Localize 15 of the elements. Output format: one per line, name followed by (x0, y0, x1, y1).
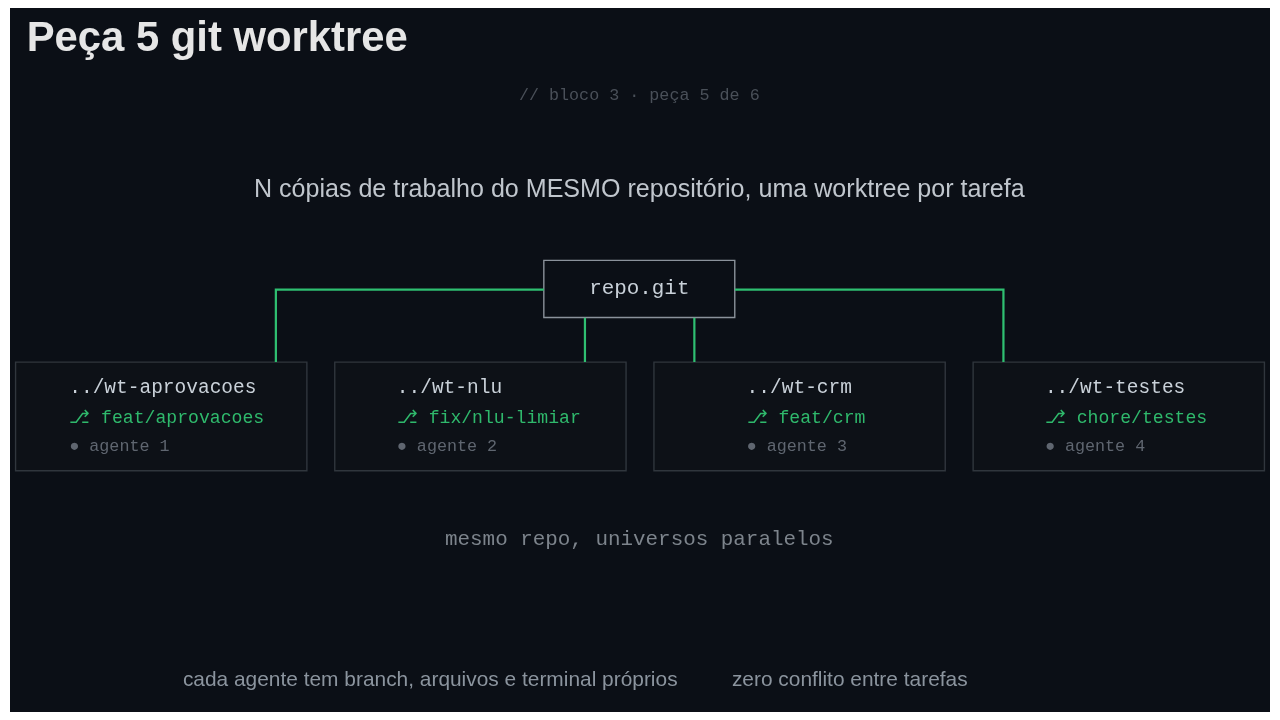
node-box: ../wt-crm ⎇ feat/crm ● agente 3 (653, 361, 946, 472)
node-box: ../wt-testes ⎇ chore/testes ● agente 4 (972, 361, 1266, 472)
diagram-title: Peça 5 git worktree (26, 13, 408, 61)
connector (734, 288, 1005, 362)
label: mesmo repo, universos paralelos (444, 528, 834, 552)
node-box: repo.git (543, 259, 736, 319)
label: // bloco 3 · peça 5 de 6 (518, 86, 760, 106)
label: zero conflito entre tarefas (731, 667, 968, 691)
label: N cópias de trabalho do MESMO repositório, uma worktree por tarefa (253, 173, 1025, 202)
label: cada agente tem branch, arquivos e terminal próprios (182, 667, 678, 691)
node-box: ../wt-nlu ⎇ fix/nlu-limiar ● agente 2 (334, 361, 627, 472)
node-box: ../wt-aprovacoes ⎇ feat/aprovacoes ● agente 1 (14, 361, 308, 472)
connector (583, 317, 587, 362)
connector (693, 317, 696, 362)
connector (274, 288, 544, 362)
